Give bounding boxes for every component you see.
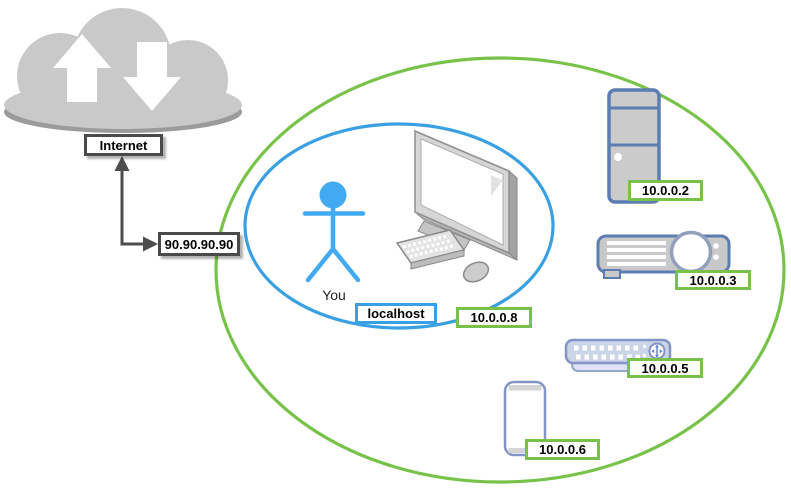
localhost-label: localhost [355, 303, 437, 324]
lan-boundary-ellipse [214, 56, 786, 484]
you-label: You [322, 287, 346, 303]
person-icon [302, 181, 366, 283]
localhost-ip-label: 10.0.0.8 [456, 307, 532, 328]
upload-arrow-icon [53, 34, 111, 102]
internet-label: Internet [84, 134, 163, 156]
internet-cloud-icon [4, 8, 242, 133]
projector-ip-label: 10.0.0.3 [675, 270, 751, 290]
arrowhead-up [114, 156, 130, 171]
internet-connector-arrow [114, 156, 158, 252]
phone-ip-label: 10.0.0.6 [525, 439, 600, 460]
download-arrow-icon [123, 42, 181, 111]
localhost-boundary-ellipse [243, 122, 555, 330]
mouse [462, 261, 490, 283]
public-ip-label: 90.90.90.90 [158, 232, 240, 256]
server-ip-label: 10.0.0.2 [628, 180, 703, 201]
arrowhead-right [143, 236, 158, 252]
power-button [614, 153, 622, 161]
monitor-screen [420, 138, 504, 246]
projector-lens [669, 230, 713, 274]
projector-icon [596, 230, 731, 279]
switch-ip-label: 10.0.0.5 [627, 358, 703, 378]
server-icon [607, 88, 661, 204]
desktop-computer-icon [395, 129, 518, 283]
